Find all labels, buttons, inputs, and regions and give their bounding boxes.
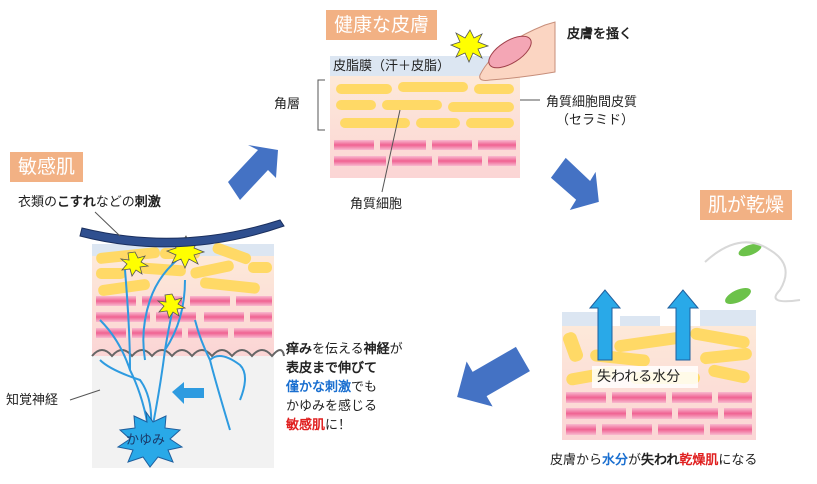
desc-text: を伝える — [312, 342, 364, 357]
desc-line-4: かゆみを感じる — [286, 397, 403, 416]
stimulus-part: などの — [95, 195, 135, 210]
dry-caption: 皮膚から水分が失われ乾燥肌になる — [550, 452, 757, 469]
nerve-label: 知覚神経 — [6, 393, 59, 408]
sensitive-skin-block — [69, 211, 285, 468]
water-up-arrows — [588, 289, 700, 361]
dry-caption-part: になる — [718, 453, 758, 468]
healthy-cells — [336, 82, 514, 128]
cell-label: 角質細胞 — [350, 197, 403, 212]
cycle-arrows — [228, 145, 599, 407]
dry-skin-block — [562, 241, 801, 440]
arrow-to-dry — [550, 157, 599, 210]
healthy-skin-block — [317, 21, 556, 193]
dry-caption-part: が — [628, 453, 642, 468]
desc-text: が — [389, 342, 403, 357]
itch-label: かゆみ — [126, 433, 166, 448]
arrow-to-sensitive — [457, 346, 530, 407]
stimulus-label: 衣類のこすれなどの刺激 — [18, 194, 161, 211]
desc-sensitive: 敏感肌 — [286, 418, 326, 433]
dry-caption-dryskin: 乾燥肌 — [679, 453, 719, 468]
sebum-label: 皮脂膜（汗＋皮脂） — [333, 59, 451, 74]
stimulus-part: 衣類の — [18, 195, 58, 210]
intercell-label-1: 角質細胞間皮質 — [546, 95, 638, 110]
stratum-label: 角層 — [274, 97, 301, 112]
sensitive-description: 痒みを伝える神経が 表皮まで伸びて 僅かな刺激でも かゆみを感じる 敏感肌に！ — [286, 340, 403, 435]
desc-text: かゆみを感じる — [286, 399, 378, 414]
scratch-flash — [449, 29, 490, 63]
dry-title: 肌が乾燥 — [700, 190, 793, 220]
inner-left-arrow — [172, 382, 204, 404]
dry-caption-water: 水分 — [602, 453, 629, 468]
dry-caption-part: 皮膚から — [550, 453, 603, 468]
dry-caption-lost: 失われ — [641, 453, 680, 468]
desc-slight: 僅かな刺激 — [286, 380, 352, 395]
sensitive-pink-bricks — [96, 296, 272, 338]
intercell-label-2: （セラミド） — [556, 113, 635, 128]
desc-line-2: 表皮まで伸びて — [286, 359, 403, 378]
desc-line-3: 僅かな刺激でも — [286, 378, 403, 397]
desc-text: に！ — [325, 418, 352, 433]
scratch-label: 皮膚を掻く — [567, 27, 633, 42]
lost-water-label: 失われる水分 — [597, 369, 681, 385]
itch-burst — [116, 410, 184, 468]
healthy-pink-bricks — [334, 140, 516, 166]
desc-line-5: 敏感肌に！ — [286, 416, 403, 435]
desc-nerve: 神経 — [363, 342, 390, 357]
desc-line-1: 痒みを伝える神経が — [286, 340, 403, 359]
dry-pink-bricks — [566, 392, 752, 435]
desc-text: でも — [351, 380, 378, 395]
sensitive-title: 敏感肌 — [10, 152, 84, 182]
desc-itch: 痒み — [286, 342, 313, 357]
arrow-to-healthy — [228, 145, 278, 200]
stimulus-irritant: 刺激 — [134, 195, 161, 210]
healthy-title: 健康な皮膚 — [326, 10, 438, 40]
clothing — [79, 219, 285, 248]
basement-membrane — [91, 349, 285, 358]
desc-extend: 表皮まで伸びて — [286, 361, 378, 376]
stimulus-rub: こすれ — [57, 195, 96, 210]
fingernail — [488, 35, 532, 69]
